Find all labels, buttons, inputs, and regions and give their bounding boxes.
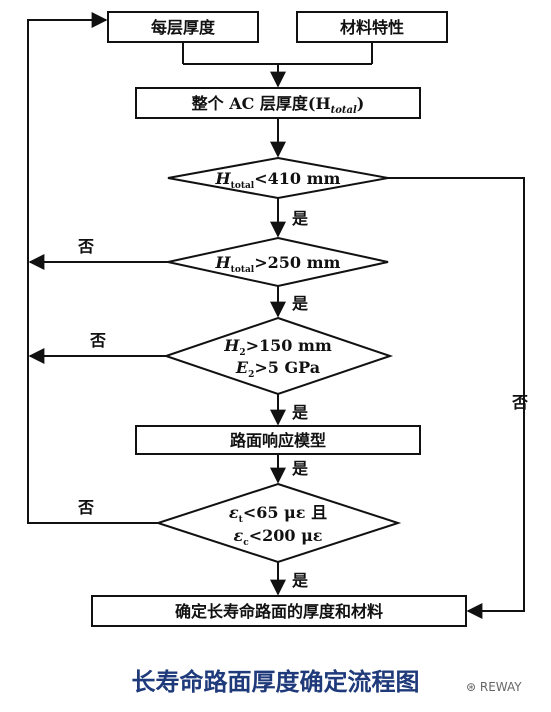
decision-h2-e2: [162, 316, 394, 396]
yes-label: 是: [291, 294, 308, 313]
yes-label: 是: [291, 571, 308, 590]
decision-3-line1: H2>150 mm: [223, 336, 332, 358]
decision-3-line2: E2>5 GPa: [235, 358, 320, 380]
layer-thickness-label: 每层厚度: [151, 18, 216, 37]
final-label: 确定长寿命路面的厚度和材料: [175, 602, 383, 621]
total-thickness-label: 整个 AC 层厚度(Htotal): [191, 94, 365, 116]
decision-2-text: Htotal>250 mm: [215, 253, 341, 275]
no-label: 否: [89, 331, 106, 350]
no-arrow-d1: [388, 177, 525, 619]
yes-label: 是: [291, 403, 308, 422]
decision-1-text: Htotal<410 mm: [215, 169, 341, 191]
material-properties-label: 材料特性: [340, 18, 404, 37]
figure-caption: 长寿命路面厚度确定流程图: [131, 668, 420, 696]
yes-label: 是: [291, 459, 308, 478]
decision-4-line2: εc<200 με: [233, 526, 322, 548]
decision-strain: [154, 482, 402, 564]
decision-4-line1: εt<65 με 且: [229, 503, 327, 525]
no-label: 否: [77, 498, 94, 517]
total-thickness-box: [135, 87, 421, 119]
feedback-line-main: [27, 12, 158, 524]
final-box: [91, 595, 467, 627]
no-label: 否: [77, 237, 94, 256]
response-model-label: 路面响应模型: [230, 431, 326, 450]
flowchart: 每层厚度 材料特性 整个 AC 层厚度(Htotal) Htotal<410 m…: [27, 11, 528, 627]
watermark: ⊛ REWAY: [466, 680, 522, 694]
watermark-text: REWAY: [479, 680, 522, 694]
no-label: 否: [511, 393, 528, 412]
response-model-box: [135, 425, 421, 455]
yes-label: 是: [291, 209, 308, 228]
